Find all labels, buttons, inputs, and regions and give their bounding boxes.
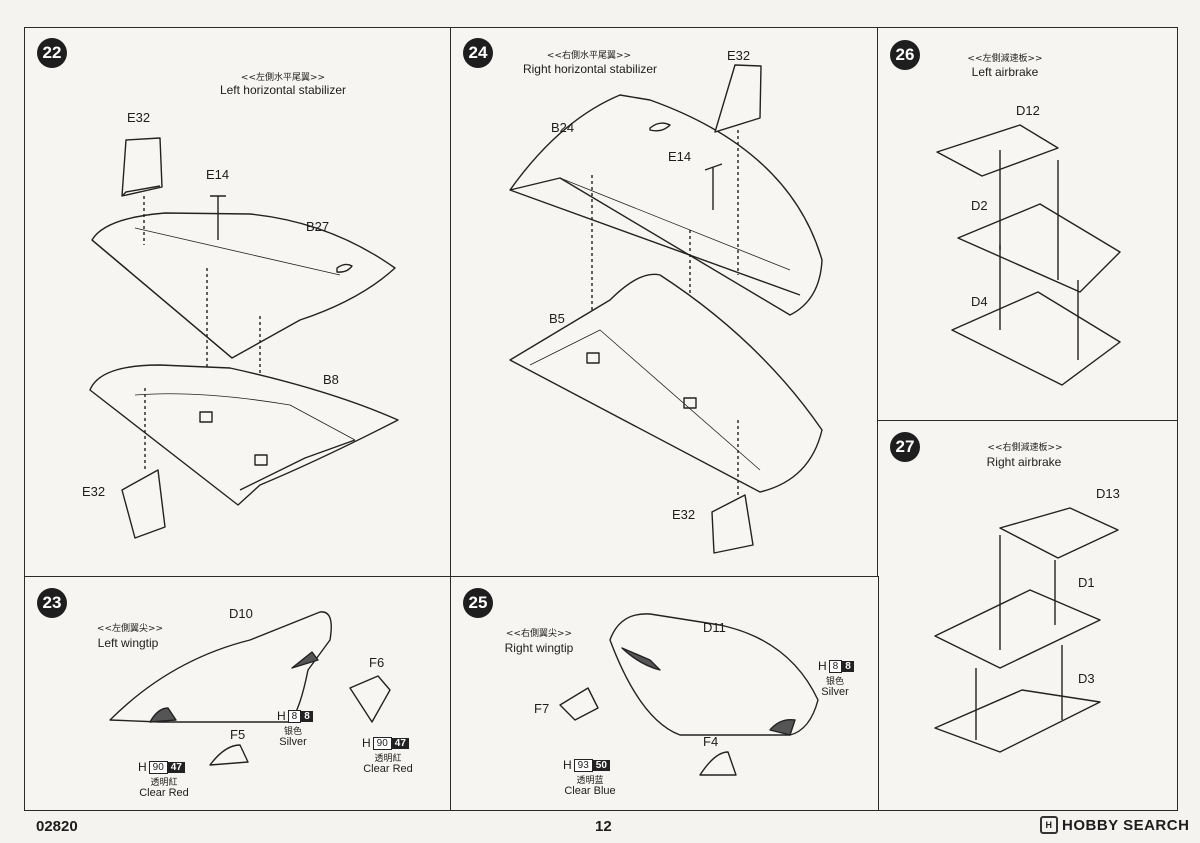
b8-part-drawing [89, 364, 399, 506]
part-label-e32-top: E32 [727, 48, 751, 63]
step-25-title-en: Right wingtip [504, 641, 574, 655]
part-label-b5: B5 [549, 311, 565, 326]
d1-part-drawing [934, 589, 1101, 669]
part-label-d11: D11 [703, 620, 726, 635]
d4-part-drawing [951, 291, 1121, 386]
d3-part-drawing [934, 689, 1101, 753]
step-number-25: 25 [463, 588, 493, 618]
part-label-d3: D3 [1078, 671, 1095, 686]
paint-name-silver-right: 银色 Silver [821, 676, 849, 699]
step-27-title-en: Right airbrake [986, 455, 1062, 469]
part-label-d4: D4 [971, 294, 988, 309]
part-label-b24: B24 [551, 120, 575, 135]
paint-name-clear-red-f5: 透明紅 Clear Red [139, 777, 189, 800]
paint-name-silver: 银色 Silver [279, 726, 307, 749]
part-label-d13: D13 [1096, 486, 1120, 501]
step-number-27: 27 [890, 432, 920, 462]
part-label-b8: B8 [323, 372, 339, 387]
part-label-e14: E14 [206, 167, 230, 182]
catalog-number: 02820 [36, 818, 78, 835]
paint-name-clear-blue: 透明蓝 Clear Blue [564, 775, 616, 798]
b27-part-drawing [91, 212, 396, 359]
paint-code-silver-right: H 8 8 [818, 659, 854, 673]
step-number-24: 24 [463, 38, 493, 68]
part-label-f4: F4 [703, 734, 719, 749]
part-label-e32-top: E32 [127, 110, 151, 125]
part-label-d12: D12 [1016, 103, 1040, 118]
b24-part-drawing [509, 94, 823, 316]
e32-top-right-drawing [714, 64, 762, 133]
part-label-d1: D1 [1078, 575, 1095, 590]
step-24-title-en: Right horizontal stabilizer [522, 62, 658, 76]
paint-code-clear-blue: H 93 50 [563, 758, 610, 772]
step-26-title-cn: <<左側減速板>> [967, 54, 1043, 64]
step-number-22: 22 [37, 38, 67, 68]
d2-part-drawing [957, 203, 1121, 293]
paint-code-clear-red-f6: H 90 47 [362, 736, 409, 750]
d10-part-drawing [109, 611, 332, 723]
d11-part-drawing [609, 613, 819, 736]
step-26-title-en: Left airbrake [971, 65, 1039, 79]
step-23-title-cn: <<左側翼尖>> [96, 624, 164, 634]
d12-part-drawing [936, 124, 1059, 177]
step-number-26: 26 [890, 40, 920, 70]
part-label-f6: F6 [369, 655, 385, 670]
part-label-e14: E14 [668, 149, 692, 164]
part-label-d2: D2 [971, 198, 988, 213]
step-23-title-en: Left wingtip [97, 636, 159, 650]
part-label-f5: F5 [230, 727, 246, 742]
paint-name-clear-red-f6: 透明紅 Clear Red [363, 753, 413, 776]
part-label-b27: B27 [306, 219, 330, 234]
step-22-title-cn: <<左側水平尾翼>> [240, 73, 326, 83]
d13-part-drawing [999, 507, 1119, 559]
part-label-d10: D10 [229, 606, 253, 621]
step-25-title-cn: <<右側翼尖>> [505, 629, 573, 639]
page-number: 12 [595, 818, 612, 835]
step-22-title-en: Left horizontal stabilizer [219, 83, 347, 97]
e32-part-drawing [121, 137, 163, 197]
step-24-title-cn: <<右側水平尾翼>> [546, 51, 632, 61]
part-label-e32-bottom: E32 [672, 507, 696, 522]
b5-part-drawing [509, 273, 823, 493]
step-27-title-cn: <<右側減速板>> [987, 443, 1063, 453]
step-number-23: 23 [37, 588, 67, 618]
paint-code-clear-red-f5: H 90 47 [138, 760, 185, 774]
paint-code-silver: H 8 8 [277, 709, 313, 723]
part-label-f7: F7 [534, 701, 550, 716]
part-label-e32-bottom: E32 [82, 484, 106, 499]
watermark: H HOBBY SEARCH [1040, 816, 1189, 834]
watermark-logo-icon: H [1040, 816, 1058, 834]
